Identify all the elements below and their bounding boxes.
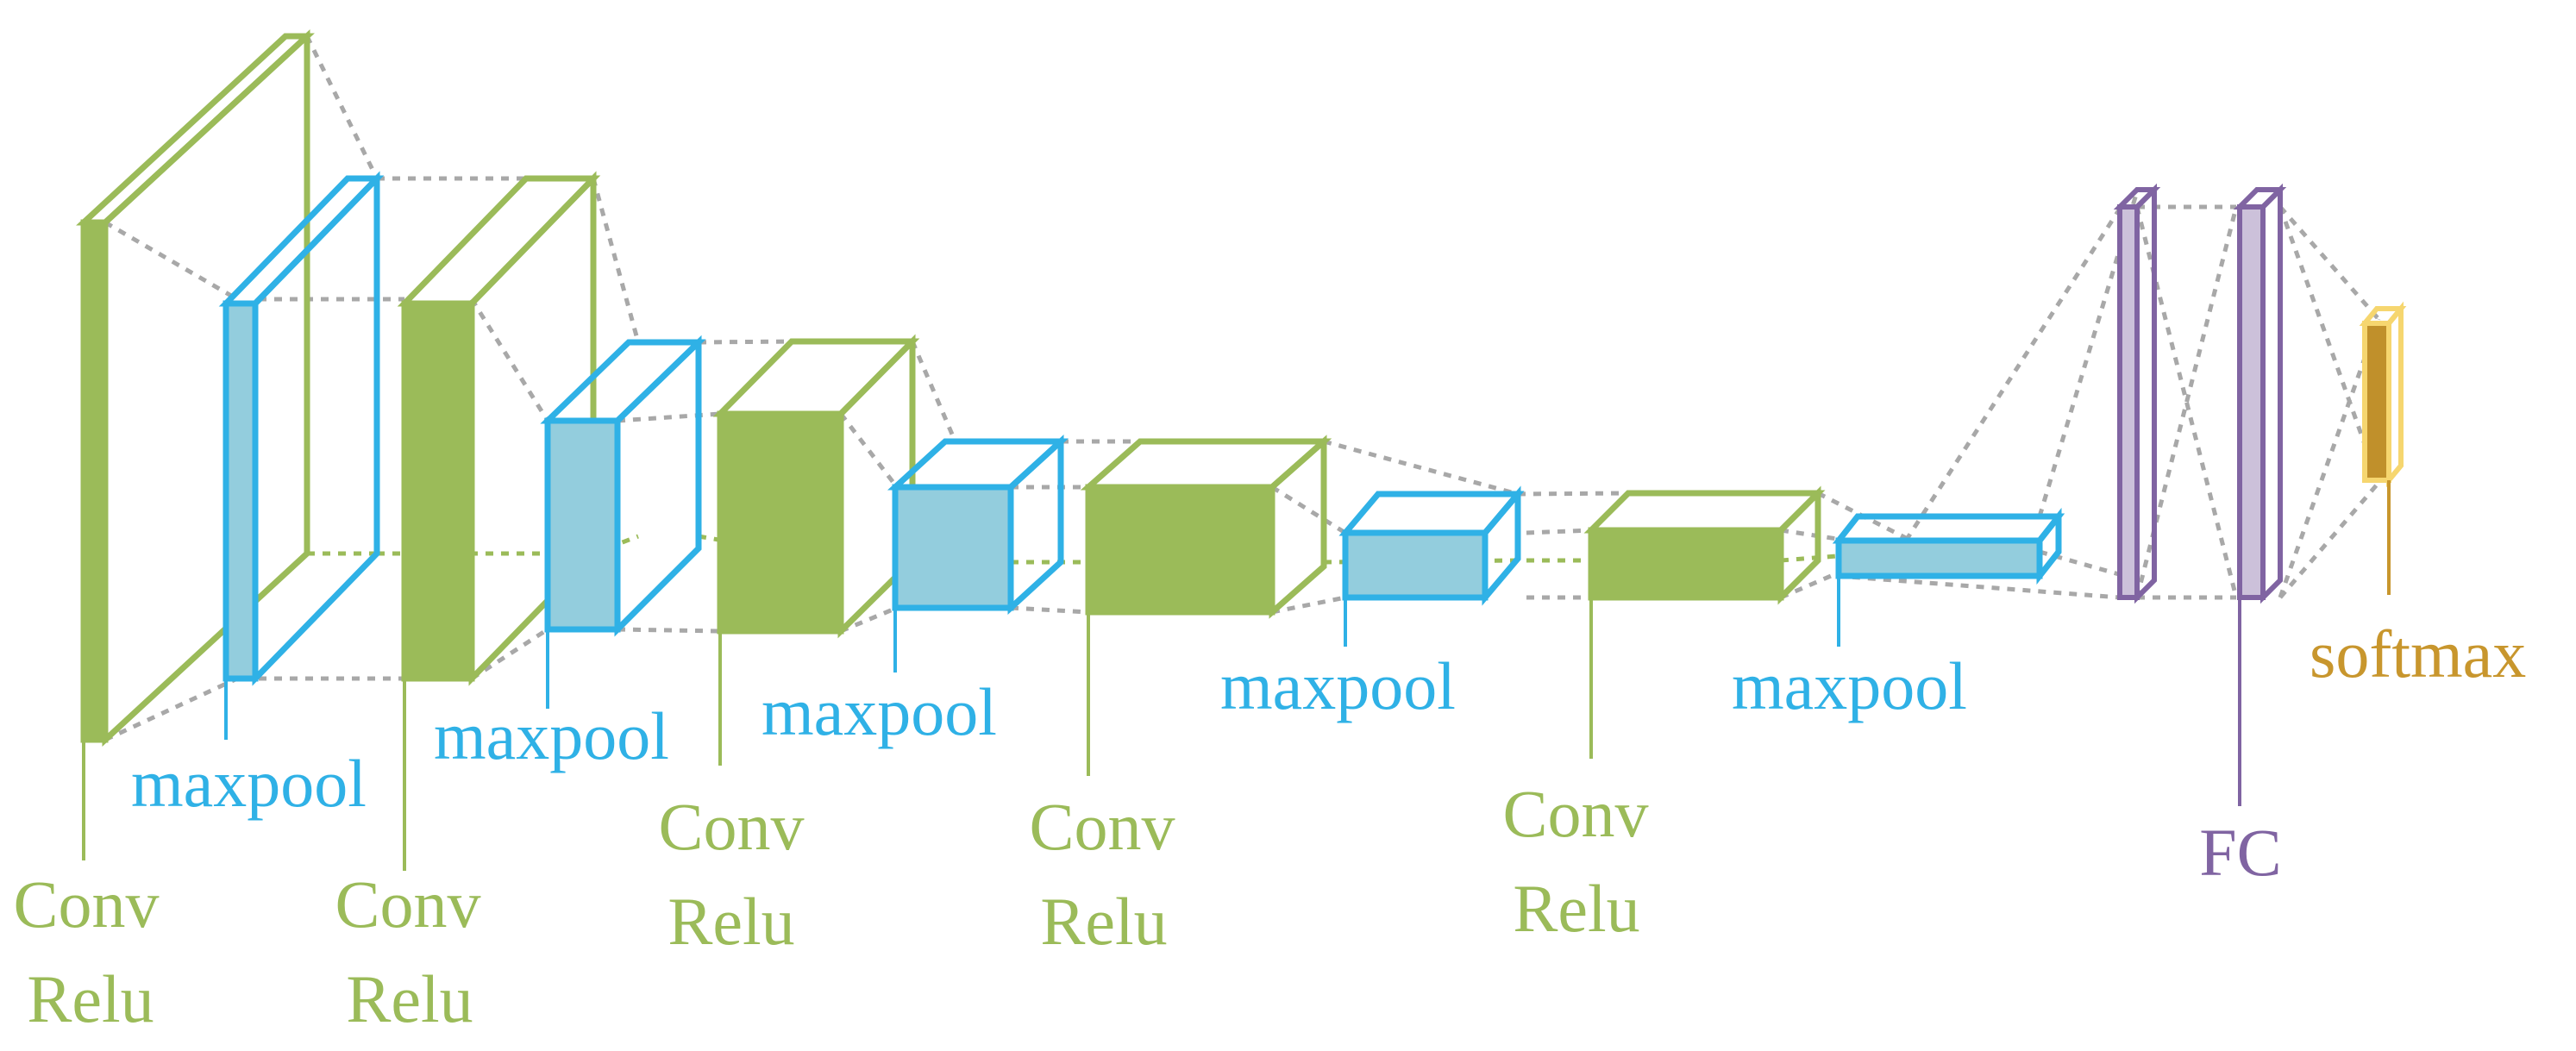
conv4-label-relu: Relu bbox=[1040, 884, 1167, 959]
conv2-label-conv: Conv bbox=[335, 866, 480, 942]
pool4-label: maxpool bbox=[1220, 648, 1456, 723]
layer-labels: Conv Relu maxpool Conv Relu maxpool Conv… bbox=[13, 616, 2526, 1036]
conv1-label-relu: Relu bbox=[27, 961, 154, 1036]
conv1-label-conv: Conv bbox=[13, 866, 159, 942]
conv5-block bbox=[1583, 485, 1826, 605]
pool1-block bbox=[218, 171, 385, 686]
softmax-label: softmax bbox=[2310, 616, 2526, 691]
pool5-block bbox=[1832, 507, 2065, 585]
leader-lines bbox=[82, 480, 2391, 871]
fc-label: FC bbox=[2199, 815, 2281, 890]
conv1-block bbox=[76, 29, 315, 747]
softmax-block bbox=[2359, 301, 2407, 488]
pool3-label: maxpool bbox=[762, 674, 997, 749]
conv3-label-relu: Relu bbox=[668, 884, 794, 959]
pool2-label: maxpool bbox=[434, 698, 669, 773]
conv5-label-conv: Conv bbox=[1502, 776, 1648, 851]
pool5-label: maxpool bbox=[1732, 648, 1967, 723]
conv3-label-conv: Conv bbox=[658, 789, 804, 864]
conv4-block bbox=[1080, 435, 1332, 619]
conv3-block bbox=[712, 334, 920, 639]
conv4-label-conv: Conv bbox=[1029, 789, 1175, 864]
conv5-label-relu: Relu bbox=[1513, 871, 1639, 946]
pool1-label: maxpool bbox=[131, 746, 367, 821]
fc1-block bbox=[2113, 183, 2161, 604]
conv2-block bbox=[397, 171, 601, 686]
pool3-block bbox=[887, 435, 1069, 615]
conv2-label-relu: Relu bbox=[346, 961, 473, 1036]
fc2-block bbox=[2233, 183, 2287, 604]
pool4-block bbox=[1338, 485, 1525, 606]
pool2-block bbox=[540, 335, 706, 637]
